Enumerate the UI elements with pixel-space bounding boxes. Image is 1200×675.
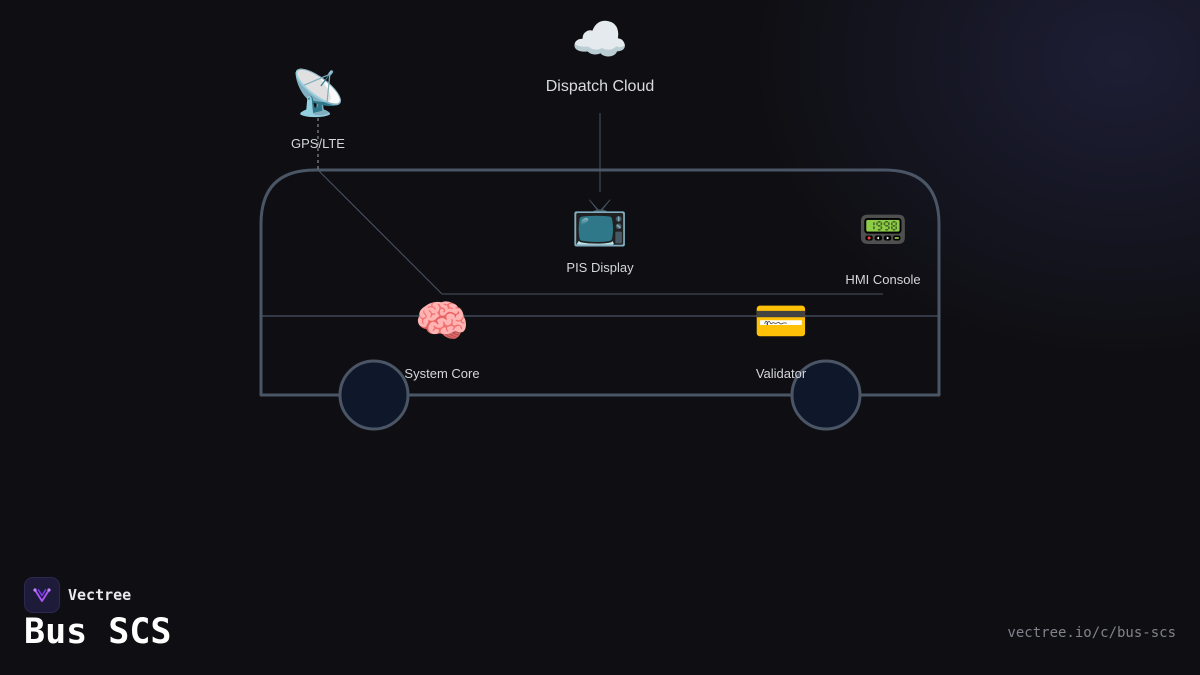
bus-wheel-front xyxy=(338,359,410,431)
page-title: Bus SCS xyxy=(24,612,172,652)
node-label-pis-display: PIS Display xyxy=(566,260,634,275)
node-label-dispatch-cloud: Dispatch Cloud xyxy=(545,78,655,95)
brand-name: Vectree xyxy=(68,586,132,604)
source-url: vectree.io/c/bus-scs xyxy=(1007,625,1176,641)
credit-card-icon: 💳 xyxy=(753,296,809,347)
node-label-gps-lte: GPS/LTE xyxy=(291,136,345,151)
connector-gps-core xyxy=(317,169,443,295)
node-label-validator: Validator xyxy=(755,366,807,381)
node-hmi-console: 📟 HMI Console xyxy=(845,210,920,287)
node-validator: 💳 Validator xyxy=(753,296,809,382)
node-dispatch-cloud: ☁️ Dispatch Cloud xyxy=(546,16,655,96)
brand: Vectree xyxy=(24,577,131,613)
vectree-logo-icon xyxy=(24,577,60,613)
satellite-antenna-icon: 📡 xyxy=(290,68,346,119)
bus-wheel-rear xyxy=(790,359,862,431)
bus-body-outline xyxy=(259,168,941,397)
node-gps-lte: 📡 GPS/LTE xyxy=(290,68,346,152)
television-icon: 📺 xyxy=(571,194,629,248)
node-label-system-core: System Core xyxy=(404,366,480,381)
cloud-icon: ☁️ xyxy=(571,12,629,66)
brain-icon: 🧠 xyxy=(414,296,470,347)
vectree-logo-mark xyxy=(33,588,51,602)
node-system-core: 🧠 System Core xyxy=(404,296,480,382)
node-label-hmi-console: HMI Console xyxy=(845,272,921,287)
pager-icon: 📟 xyxy=(858,207,908,253)
node-pis-display: 📺 PIS Display xyxy=(566,198,633,275)
